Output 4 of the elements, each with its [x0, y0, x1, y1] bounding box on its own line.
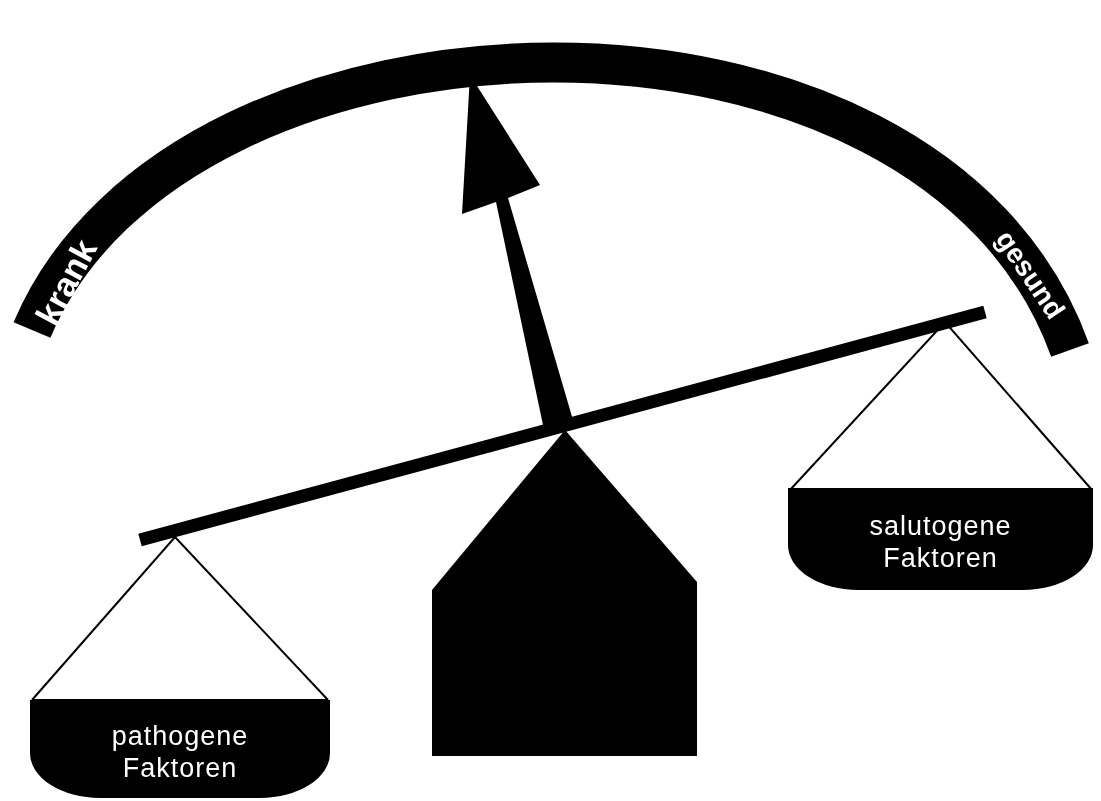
scale-pan — [30, 700, 330, 798]
scale-pan — [788, 488, 1093, 590]
pan-label: pathogene Faktoren — [110, 719, 250, 785]
pan-label: salutogene Faktoren — [868, 509, 1013, 575]
